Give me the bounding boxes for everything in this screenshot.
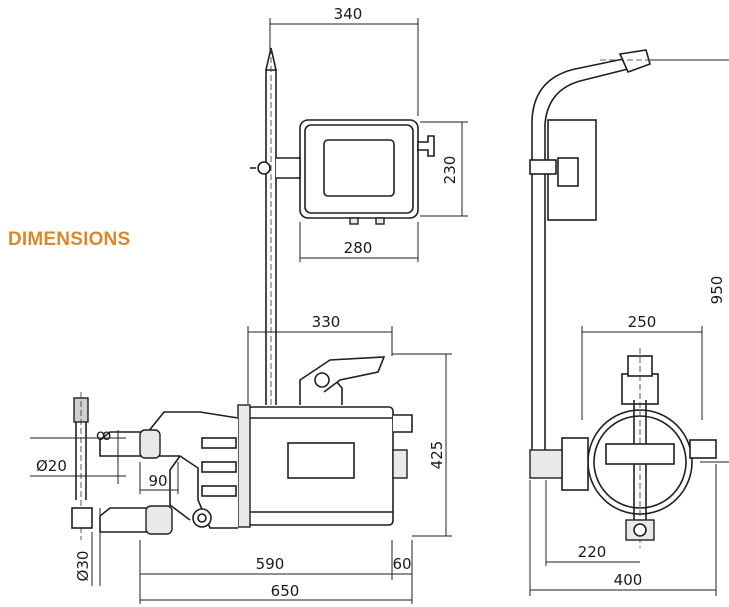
dim-label-340: 340 — [334, 5, 363, 23]
diagram-title: DIMENSIONS — [8, 229, 131, 250]
dim-controller-base: 280 — [299, 222, 419, 262]
dim-label-400: 400 — [614, 571, 643, 589]
dim-label-250: 250 — [628, 313, 657, 331]
dim-controller-width: 340 — [269, 5, 419, 116]
dim-electrode-large: Ø30 — [74, 508, 101, 586]
dim-arm-width: 90 — [139, 462, 179, 494]
dim-label-280: 280 — [344, 239, 373, 257]
dim-side-offset: 220 — [545, 480, 640, 566]
dim-controller-height: 230 — [420, 121, 468, 217]
dim-label-330: 330 — [312, 313, 341, 331]
dim-label-60: 60 — [392, 555, 411, 573]
electrode-holder: ꝏ — [71, 392, 111, 540]
dim-label-590: 590 — [256, 555, 285, 573]
dim-label-230: 230 — [441, 156, 459, 185]
dim-gun-height: 425 — [392, 353, 452, 537]
support-pole — [264, 47, 278, 405]
gun-arms — [99, 411, 239, 535]
dim-overall-length: 650 — [140, 582, 412, 601]
side-view-pole — [529, 49, 729, 450]
controller-box — [250, 119, 435, 225]
dim-label-d20: Ø20 — [36, 457, 67, 475]
dim-label-950: 950 — [708, 276, 726, 305]
dim-label-90: 90 — [148, 472, 167, 490]
dim-side-overall-width: 400 — [529, 464, 717, 596]
dim-label-425: 425 — [428, 441, 446, 470]
side-view-gun — [529, 348, 717, 548]
dim-label-650: 650 — [271, 582, 300, 600]
gun-body — [237, 356, 413, 528]
dim-label-220: 220 — [578, 543, 607, 561]
dim-overall-height: 950 — [650, 59, 729, 463]
dim-label-d30: Ø30 — [74, 551, 92, 582]
dim-side-body-width: 250 — [581, 313, 703, 420]
dim-gun-body-width: 330 — [247, 313, 393, 404]
dim-electrode-small: Ø20 — [30, 430, 126, 484]
dim-arm-length: 590 60 — [139, 540, 413, 604]
svg-text:ꝏ: ꝏ — [96, 426, 111, 444]
